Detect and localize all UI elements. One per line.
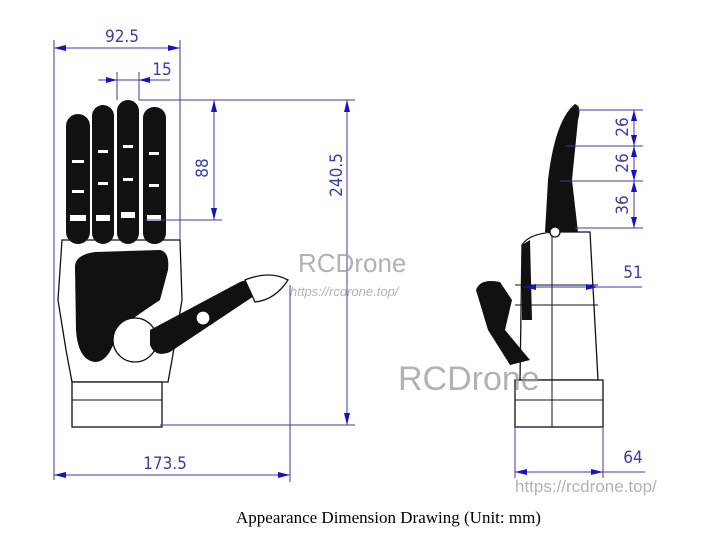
dim-26-top: 26 (613, 117, 633, 136)
dim-173-5: 173.5 (143, 454, 187, 474)
front-view-hand (57, 100, 289, 428)
middle-finger (117, 100, 139, 244)
dim-88: 88 (193, 158, 213, 177)
dim-92-5: 92.5 (105, 27, 139, 47)
dimension-lines-side: 26 26 36 51 64 (514, 109, 645, 478)
figure-caption: Appearance Dimension Drawing (Unit: mm) (236, 508, 541, 527)
side-thumb (476, 281, 530, 365)
dim-26-middle: 26 (613, 153, 633, 172)
ring-finger (92, 105, 114, 244)
side-finger (545, 104, 580, 232)
dim-51: 51 (623, 263, 642, 283)
watermark-url-bottom: https://rcdrone.top/ (515, 477, 657, 496)
index-finger (143, 107, 166, 244)
dim-36: 36 (613, 195, 633, 214)
watermark-url: https://rcdrone.top/ (290, 284, 400, 299)
dim-240-5: 240.5 (327, 153, 347, 197)
watermark-brand: RCDrone (298, 248, 406, 278)
dim-64: 64 (623, 448, 642, 468)
little-finger (66, 114, 90, 244)
side-view-hand (476, 104, 604, 428)
dimension-lines-front: 92.5 15 88 240.5 173.5 (53, 27, 355, 482)
watermark-brand-large: RCDrone (398, 360, 540, 398)
dim-15: 15 (152, 60, 171, 80)
